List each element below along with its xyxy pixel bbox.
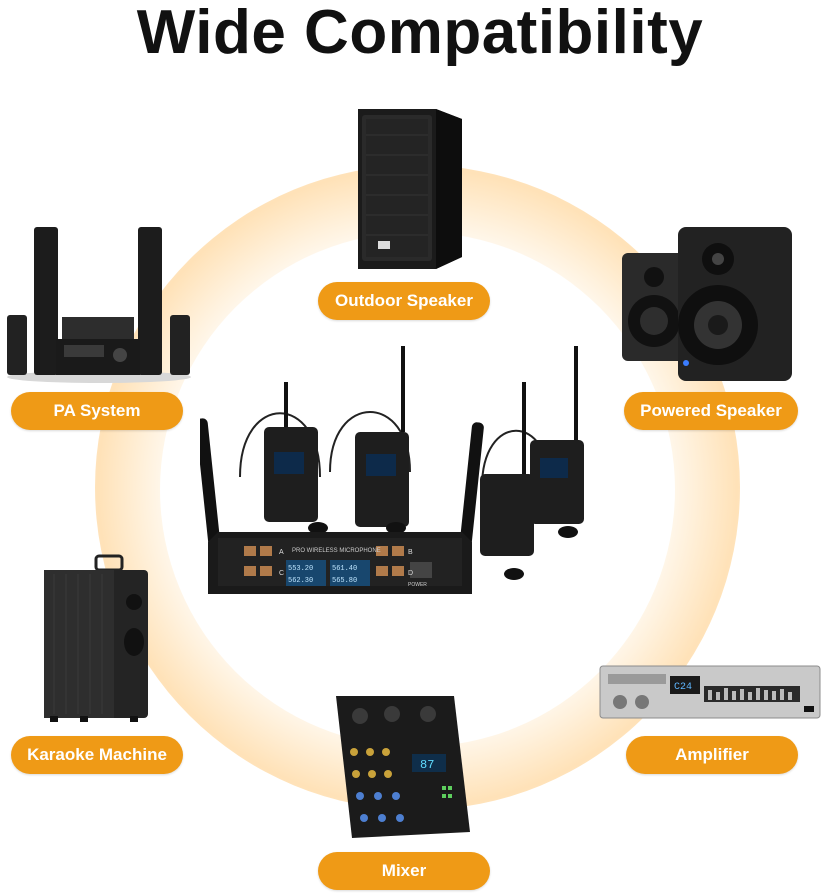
karaoke-machine-image [40, 554, 152, 724]
powered-speaker-label: Powered Speaker [624, 392, 798, 430]
outdoor-speaker-label: Outdoor Speaker [318, 282, 490, 320]
pa-system-image [4, 225, 194, 385]
channel-d-label: D [408, 570, 413, 577]
amplifier-label: Amplifier [626, 736, 798, 774]
amplifier-display: C24 [674, 682, 692, 693]
outdoor-speaker-image [350, 105, 466, 271]
mixer-image: 87 [330, 692, 472, 842]
power-label: POWER [408, 582, 427, 588]
page-title: Wide Compatibility [136, 0, 704, 67]
powered-speaker-image [620, 225, 796, 385]
frequency-d: 565.80 [332, 577, 357, 585]
wireless-microphone-system-image: A C B D 553.20 561.40 562.30 565.80 PRO … [200, 342, 600, 604]
mixer-label: Mixer [318, 852, 490, 890]
frequency-c: 562.30 [288, 577, 313, 585]
karaoke-machine-label: Karaoke Machine [11, 736, 183, 774]
mixer-display: 87 [420, 758, 434, 772]
pa-system-label: PA System [11, 392, 183, 430]
frequency-a: 553.20 [288, 565, 313, 573]
channel-a-label: A [279, 549, 284, 556]
amplifier-image: C24 [598, 664, 822, 720]
frequency-b: 561.40 [332, 565, 357, 573]
channel-b-label: B [408, 549, 413, 556]
channel-c-label: C [279, 570, 284, 577]
receiver-brand-label: PRO WIRELESS MICROPHONE [292, 548, 381, 554]
